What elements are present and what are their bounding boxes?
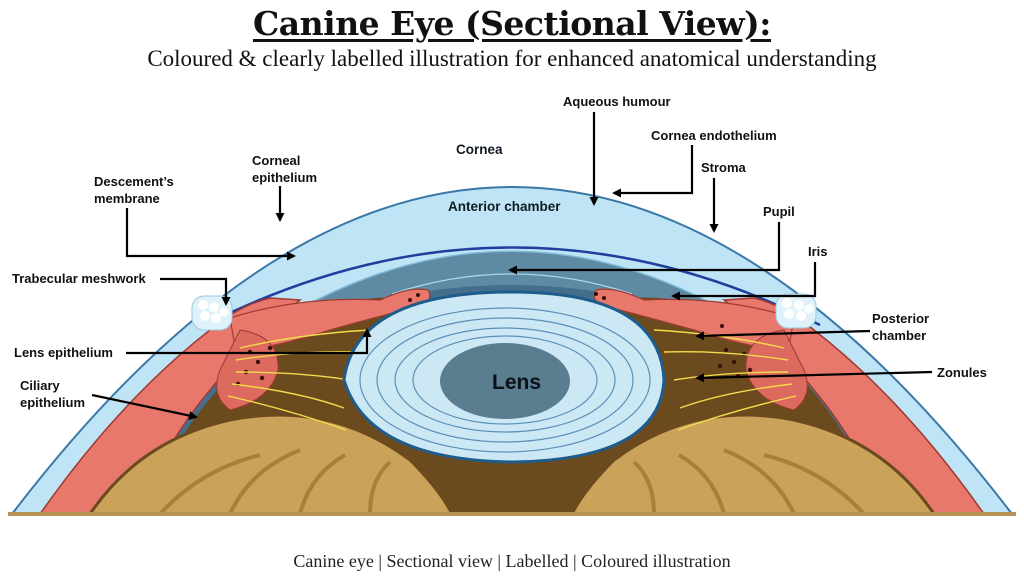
bottom-base bbox=[8, 512, 1016, 516]
label-lens: Lens bbox=[492, 371, 541, 394]
page-subtitle: Coloured & clearly labelled illustration… bbox=[147, 46, 877, 71]
footer-caption: Canine eye | Sectional view | Labelled |… bbox=[293, 551, 731, 571]
label-iris: Iris bbox=[808, 244, 828, 259]
label-pupil: Pupil bbox=[763, 204, 795, 219]
label-ciliary-epithelium-1: Ciliary bbox=[20, 378, 61, 393]
arrow-iris bbox=[671, 262, 817, 301]
label-ciliary-epithelium-2: epithelium bbox=[20, 395, 85, 410]
label-posterior-chamber-1: Posterior bbox=[872, 311, 929, 326]
page-title: Canine Eye (Sectional View): bbox=[253, 4, 771, 43]
label-corneal-epithelium-1: Corneal bbox=[252, 153, 300, 168]
label-lens-epithelium: Lens epithelium bbox=[14, 345, 113, 360]
vitreous-folds bbox=[158, 448, 866, 516]
lens-nucleus bbox=[440, 343, 570, 419]
arrow-cornea-endothelium bbox=[612, 145, 694, 198]
title-wrap: Canine Eye (Sectional View): bbox=[0, 0, 1024, 43]
label-descemets-1: Descement’s bbox=[94, 174, 174, 189]
leader-arrows bbox=[91, 112, 933, 420]
label-stroma: Stroma bbox=[701, 160, 747, 175]
label-aqueous-humour: Aqueous humour bbox=[563, 94, 671, 109]
label-trabecular-meshwork: Trabecular meshwork bbox=[12, 271, 146, 286]
label-posterior-chamber-2: chamber bbox=[872, 328, 926, 343]
left-ciliary-process bbox=[216, 329, 279, 411]
arrow-posterior-chamber bbox=[695, 329, 871, 341]
right-trabecular-bubbles bbox=[775, 293, 817, 329]
label-zonules: Zonules bbox=[937, 365, 987, 380]
label-cornea-endothelium: Cornea endothelium bbox=[651, 128, 777, 143]
arrow-zonules bbox=[695, 370, 933, 383]
arrow-trabecular-meshwork bbox=[160, 277, 231, 306]
label-corneal-epithelium-2: epithelium bbox=[252, 170, 317, 185]
lens bbox=[342, 290, 666, 464]
arrow-ciliary-epithelium bbox=[91, 393, 198, 420]
arrow-pupil bbox=[508, 222, 781, 275]
label-cornea: Cornea bbox=[456, 142, 503, 157]
label-anterior-chamber: Anterior chamber bbox=[448, 199, 561, 214]
arrow-descemets bbox=[125, 208, 296, 261]
descemets-membrane-line bbox=[204, 246, 821, 327]
zonule-fibres bbox=[227, 329, 797, 431]
arrow-lens-epithelium bbox=[126, 328, 372, 355]
right-ciliary-process bbox=[745, 329, 808, 411]
label-descemets-2: membrane bbox=[94, 191, 160, 206]
